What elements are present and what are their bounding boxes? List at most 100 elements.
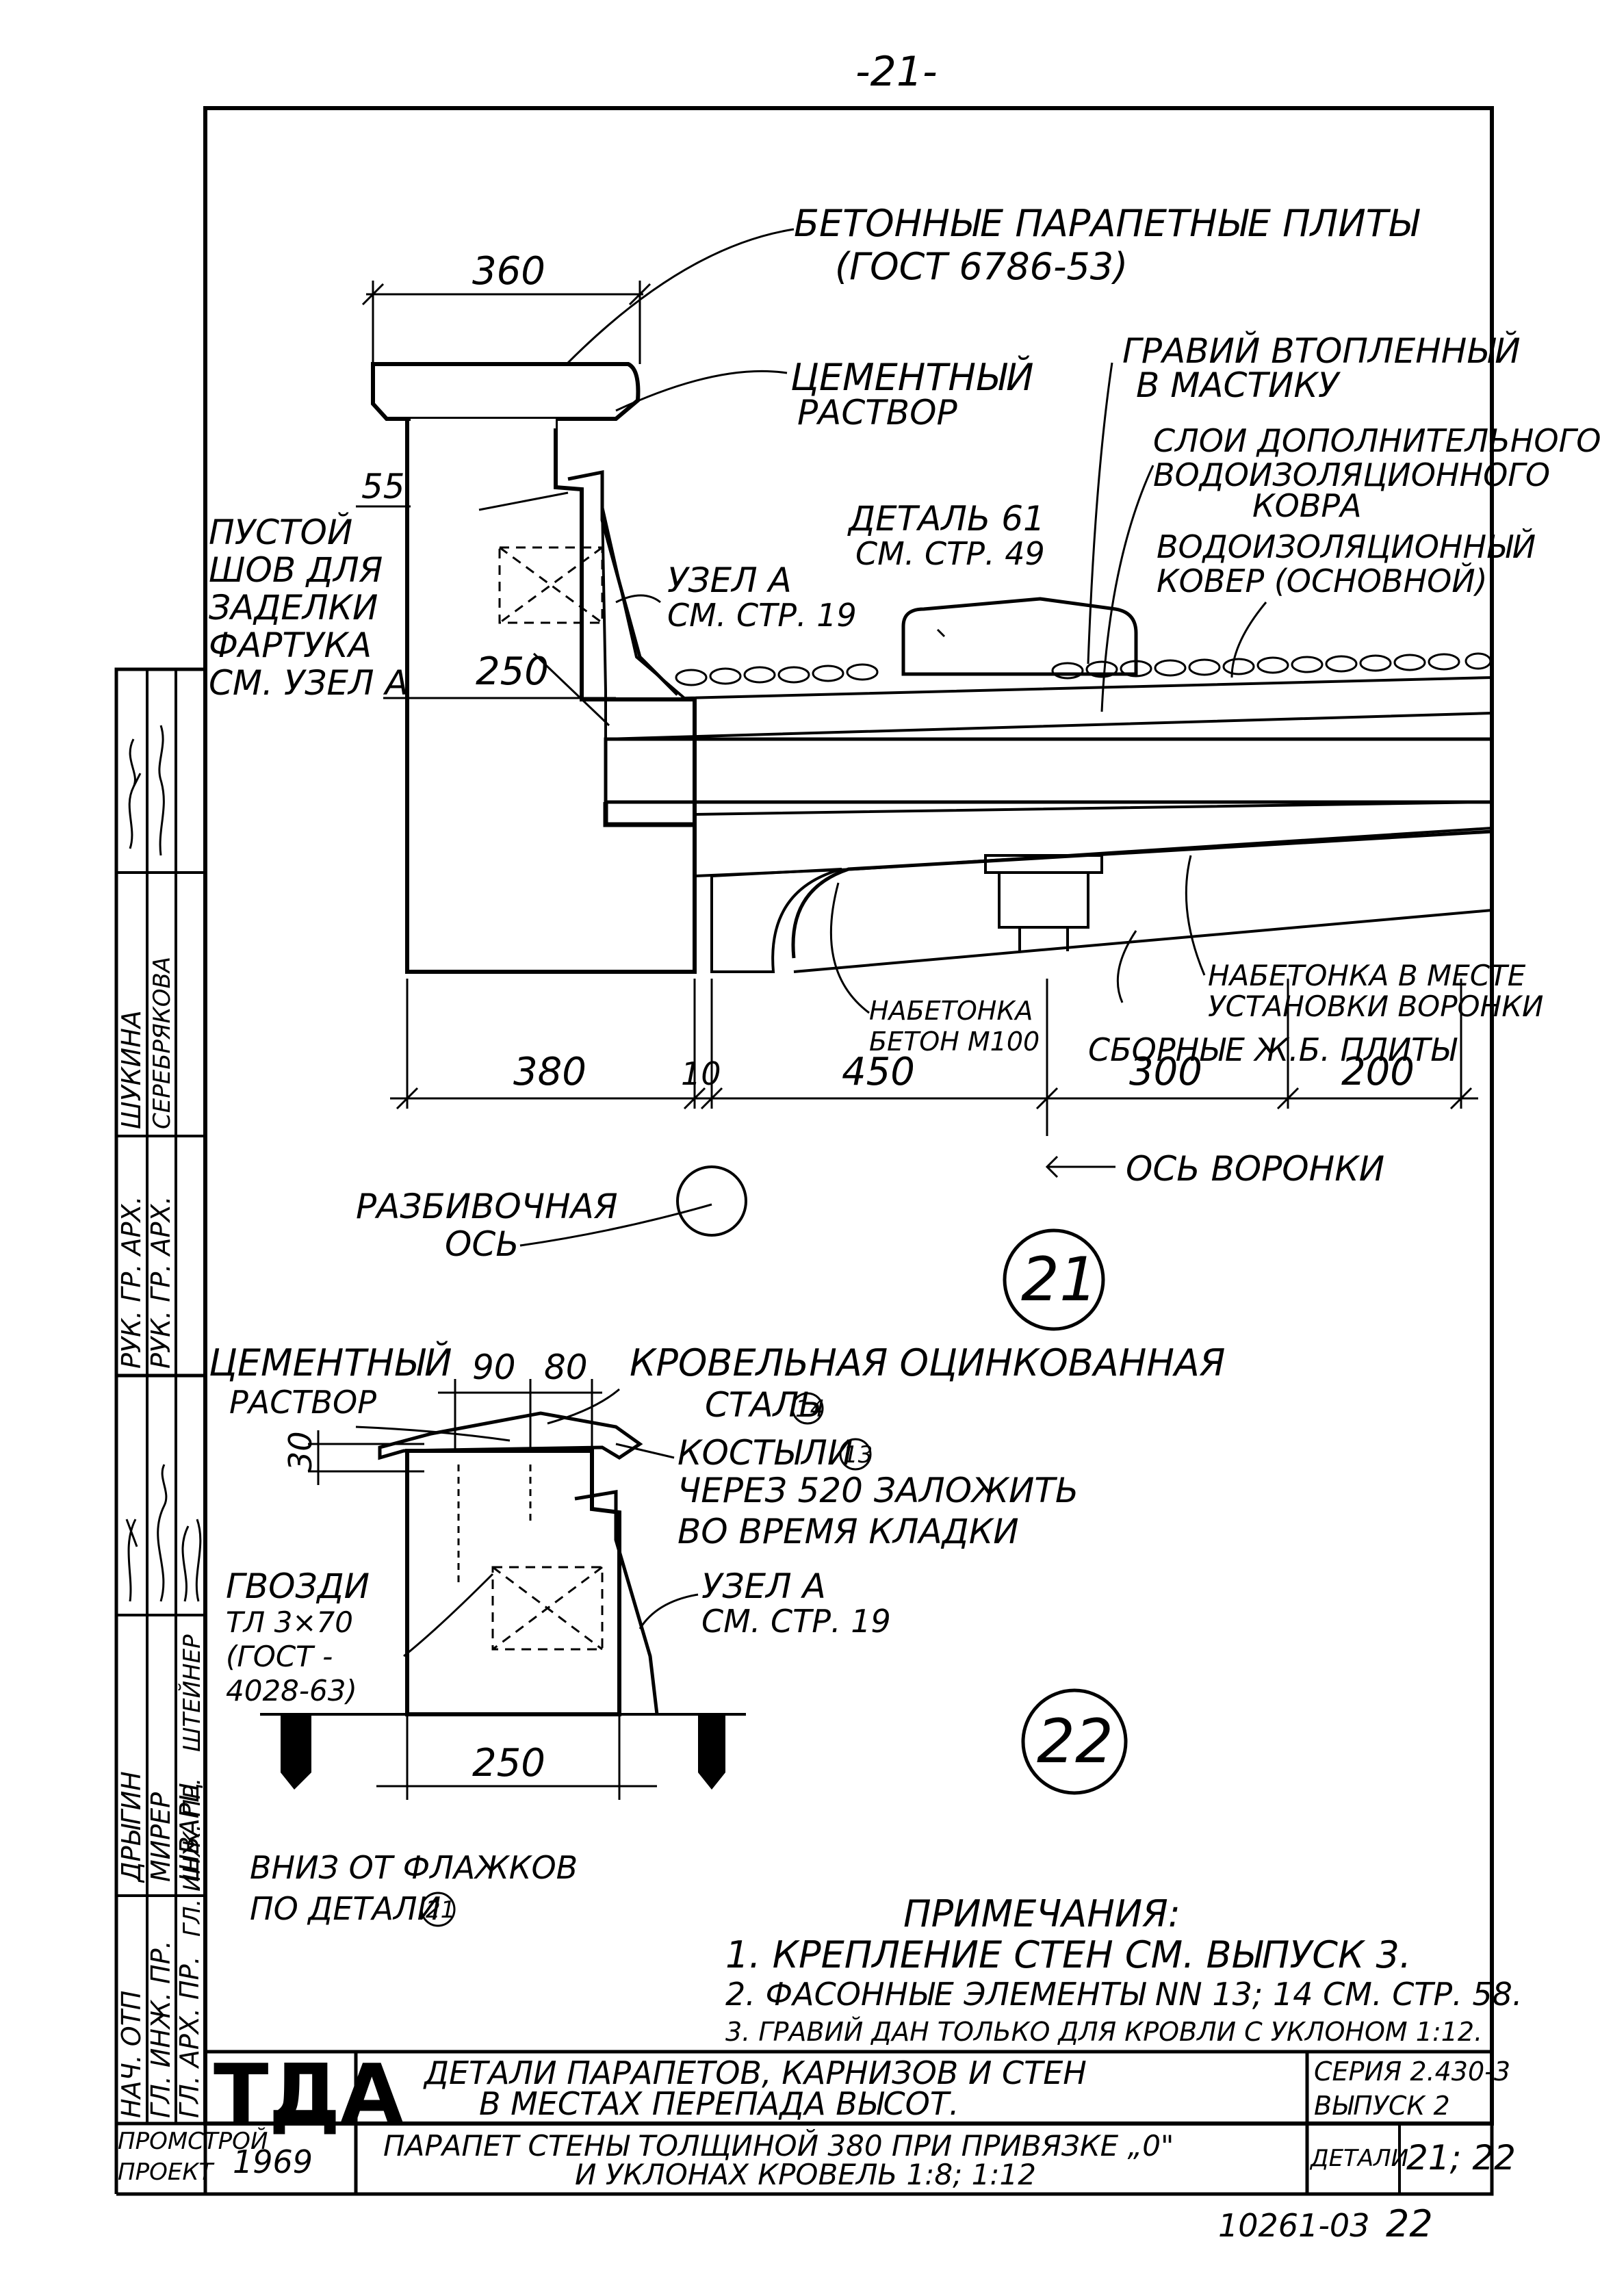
note-item: 3. ГРАВИЙ ДАН ТОЛЬКО ДЛЯ КРОВЛИ С УКЛОНО…	[725, 2017, 1482, 2047]
note-item: 2. ФАСОННЫЕ ЭЛЕМЕНТЫ NN 13; 14 СМ. СТР. …	[725, 1976, 1523, 2013]
label-crutches: ЧЕРЕЗ 520 ЗАЛОЖИТЬ	[678, 1471, 1079, 1510]
dimension-label: 250	[472, 1741, 545, 1785]
title-sub: И УКЛОНАХ КРОВЕЛЬ 1:8; 1:12	[575, 2158, 1036, 2191]
stamp-position: ГЛ. ИНЖ. ПР.	[146, 1940, 176, 2118]
detail-21-number: 21	[1021, 1244, 1098, 1315]
title-detail-value: 21; 22	[1406, 2138, 1516, 2178]
dimension-label: 200	[1341, 1050, 1415, 1094]
sheet-number: 22	[1386, 2202, 1433, 2245]
dimension-label: 380	[513, 1050, 586, 1094]
title-detail-label: ДЕТАЛИ	[1309, 2145, 1408, 2172]
label-concrete-slabs: БЕТОННЫЕ ПАРАПЕТНЫЕ ПЛИТЫ	[794, 202, 1421, 245]
title-sub: ПАРАПЕТ СТЕНЫ ТОЛЩИНОЙ 380 ПРИ ПРИВЯЗКЕ …	[383, 2128, 1174, 2163]
label-cement-mortar-22: РАСТВОР	[229, 1384, 376, 1421]
ref-marker	[791, 1392, 824, 1425]
stamp-name: СЕРЕБРЯКОВА	[149, 957, 176, 1129]
label-funnel-axis: ОСЬ ВОРОНКИ	[1126, 1149, 1384, 1189]
label-topping-m100: БЕТОН М100	[869, 1027, 1040, 1057]
title-main: В МЕСТАХ ПЕРЕПАДА ВЫСОТ.	[479, 2085, 959, 2122]
dimension-label: 80	[544, 1347, 588, 1387]
detail-21-section: 360 55 250 380 10 450 300 200	[356, 228, 1494, 1136]
label-cement-mortar: ЦЕМЕНТНЫЙ	[790, 356, 1034, 399]
label-nails: ГВОЗДИ	[226, 1566, 370, 1606]
label-detail-61: СМ. СТР. 49	[855, 535, 1045, 572]
stamp-position: ГЛ. АРХ. ПР.	[175, 1956, 205, 2118]
stamp-position: ГЛ. ИНЖ. ПР.	[179, 1778, 206, 1937]
label-down-from-flags: ВНИЗ ОТ ФЛАЖКОВ	[250, 1849, 578, 1886]
stamp-name: ШВАРЦ	[175, 1783, 205, 1882]
title-series: СЕРИЯ 2.430-3	[1314, 2056, 1510, 2087]
label-node-a: СМ. СТР. 19	[667, 597, 857, 634]
detail-21-marker	[1003, 1228, 1105, 1331]
label-node-a-22: СМ. СТР. 19	[701, 1603, 891, 1640]
label-crutches: ВО ВРЕМЯ КЛАДКИ	[678, 1512, 1019, 1551]
dimension-label: 90	[472, 1347, 516, 1387]
detail-22-section: 90 80 30 250	[260, 1347, 746, 1800]
label-roof-steel-ref: 14	[795, 1395, 825, 1423]
label-precast-slabs: СБОРНЫЕ Ж.Б. ПЛИТЫ	[1088, 1031, 1458, 1068]
label-hollow-joint: ШОВ ДЛЯ	[209, 550, 383, 590]
screed-layer	[601, 506, 1493, 741]
stamp-position: РУК. ГР. АРХ.	[116, 1196, 146, 1369]
note-item: 1. КРЕПЛЕНИЕ СТЕН СМ. ВЫПУСК 3.	[725, 1933, 1411, 1976]
stamp-name: ШТЕЙНЕР	[178, 1634, 206, 1752]
signatures	[125, 725, 202, 1602]
parapet-slab	[371, 362, 641, 421]
label-roof-steel: КРОВЕЛЬНАЯ ОЦИНКОВАННАЯ	[630, 1341, 1225, 1384]
dimensions-22	[308, 1379, 657, 1800]
label-gravel: ГРАВИЙ ВТОПЛЕННЫЙ	[1122, 331, 1521, 371]
label-waterproof-carpet: КОВЕР (ОСНОВНОЙ)	[1157, 563, 1488, 599]
title-org: ПРОМСТРОЙ	[118, 2127, 268, 2155]
stamp-position: НАЧ. ОТП	[116, 1991, 146, 2118]
insulation-layer	[604, 737, 1494, 804]
title-issue: ВЫПУСК 2	[1314, 2091, 1450, 2121]
dimension-label: 30	[282, 1431, 319, 1471]
label-waterproof-carpet: ВОДОИЗОЛЯЦИОННЫЙ	[1157, 528, 1536, 565]
label-hollow-joint: ПУСТОЙ	[209, 512, 352, 552]
stamp-name: ДРЫГИН	[116, 1771, 146, 1883]
label-crutches: КОСТЫЛИ	[678, 1433, 853, 1473]
label-hollow-joint: СМ. УЗЕЛ А	[209, 663, 409, 703]
doc-number: 10261-03	[1218, 2207, 1369, 2244]
label-hollow-joint: ФАРТУКА	[209, 625, 372, 665]
page-number: -21-	[855, 48, 938, 96]
apron-flashing	[567, 469, 679, 696]
title-year: 1969	[233, 2143, 313, 2180]
notes-title: ПРИМЕЧАНИЯ:	[903, 1892, 1180, 1935]
title-block	[114, 2050, 1494, 2196]
dimension-label: 300	[1129, 1050, 1202, 1094]
label-nails: ТЛ 3×70	[226, 1605, 353, 1639]
leader-lines	[478, 228, 1267, 1014]
flag-left	[281, 1714, 311, 1790]
leader-lines-22	[355, 1388, 699, 1657]
stamp-position: РУК. ГР. АРХ.	[146, 1196, 176, 1369]
stamp-name: МИРЕР	[146, 1792, 176, 1882]
label-funnel-topping: НАБЕТОНКА В МЕСТЕ	[1208, 959, 1526, 992]
label-detail-61: ДЕТАЛЬ 61	[847, 499, 1045, 539]
precast-slab	[710, 868, 842, 973]
logo-tda: ТДА	[214, 2046, 403, 2141]
brick-wall	[405, 417, 697, 974]
label-node-a-22: УЗЕЛ А	[701, 1566, 826, 1606]
gravel-layer	[675, 652, 1492, 686]
label-funnel-topping: УСТАНОВКИ ВОРОНКИ	[1208, 990, 1543, 1023]
dimension-360	[361, 281, 651, 364]
funnel-cap	[901, 597, 1138, 676]
label-concrete-slabs: (ГОСТ 6786-53)	[835, 245, 1128, 288]
stamp-name: ШУКИНА	[116, 1010, 146, 1129]
dimension-label: 10	[681, 1055, 721, 1092]
label-roof-steel: СТАЛЬ	[705, 1385, 823, 1425]
label-nails: (ГОСТ -	[226, 1640, 333, 1673]
label-nails: 4028-63)	[226, 1674, 357, 1707]
side-stamp: НАЧ. ОТП ГЛ. ИНЖ. ПР. ГЛ. АРХ. ПР. ГЛ. И…	[114, 667, 207, 2126]
ref-marker	[420, 1892, 456, 1927]
label-extra-layers: ВОДОИЗОЛЯЦИОННОГО	[1153, 456, 1550, 493]
funnel-body	[984, 854, 1103, 951]
dimension-label: 450	[842, 1050, 915, 1094]
ref-marker	[839, 1438, 872, 1471]
label-down-from-flags: ПО ДЕТАЛИ	[250, 1890, 441, 1927]
flag-right	[698, 1714, 725, 1790]
title-main: ДЕТАЛИ ПАРАПЕТОВ, КАРНИЗОВ И СТЕН	[423, 2054, 1087, 2091]
label-layout-axis: РАЗБИВОЧНАЯ	[356, 1187, 618, 1226]
